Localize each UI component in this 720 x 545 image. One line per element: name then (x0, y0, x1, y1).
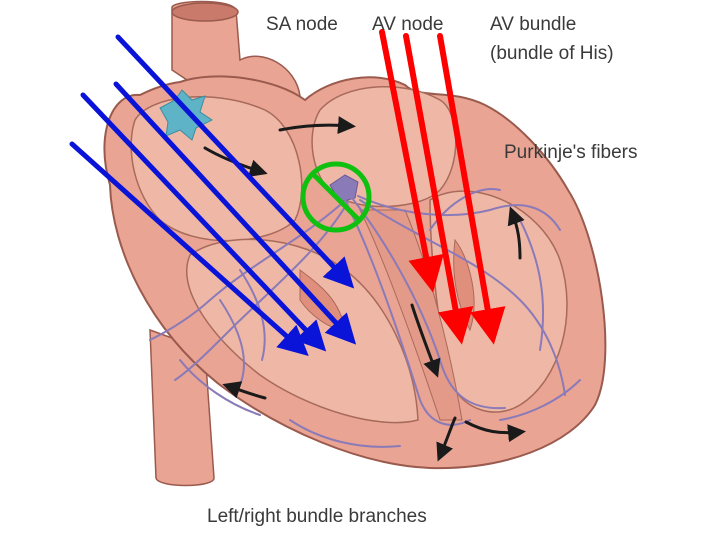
blue-arrow (80, 92, 327, 352)
red-arrow (403, 33, 474, 345)
flow-arrow (278, 116, 356, 135)
label-bundle-of-his: (bundle of His) (490, 43, 614, 64)
flow-arrow (436, 416, 457, 462)
flow-arrow (507, 206, 525, 260)
blue-arrow (69, 141, 309, 357)
label-bundle-branches: Left/right bundle branches (207, 506, 427, 527)
label-av-node: AV node (372, 14, 444, 35)
label-purkinje-fibers: Purkinje's fibers (504, 142, 638, 163)
flow-arrow (410, 303, 441, 378)
flow-arrow (222, 381, 267, 400)
red-arrow (437, 33, 506, 345)
blue-arrow (115, 34, 355, 289)
label-av-bundle: AV bundle (490, 14, 577, 35)
vena-cava (149, 328, 215, 487)
no-symbol (300, 161, 372, 233)
blue-arrow (113, 81, 357, 345)
red-arrows (379, 29, 506, 345)
red-arrow (379, 29, 444, 293)
blue-arrows (69, 34, 357, 357)
label-sa-node: SA node (266, 14, 338, 35)
purkinje-fibers (149, 188, 581, 448)
flow-arrow (464, 420, 526, 443)
